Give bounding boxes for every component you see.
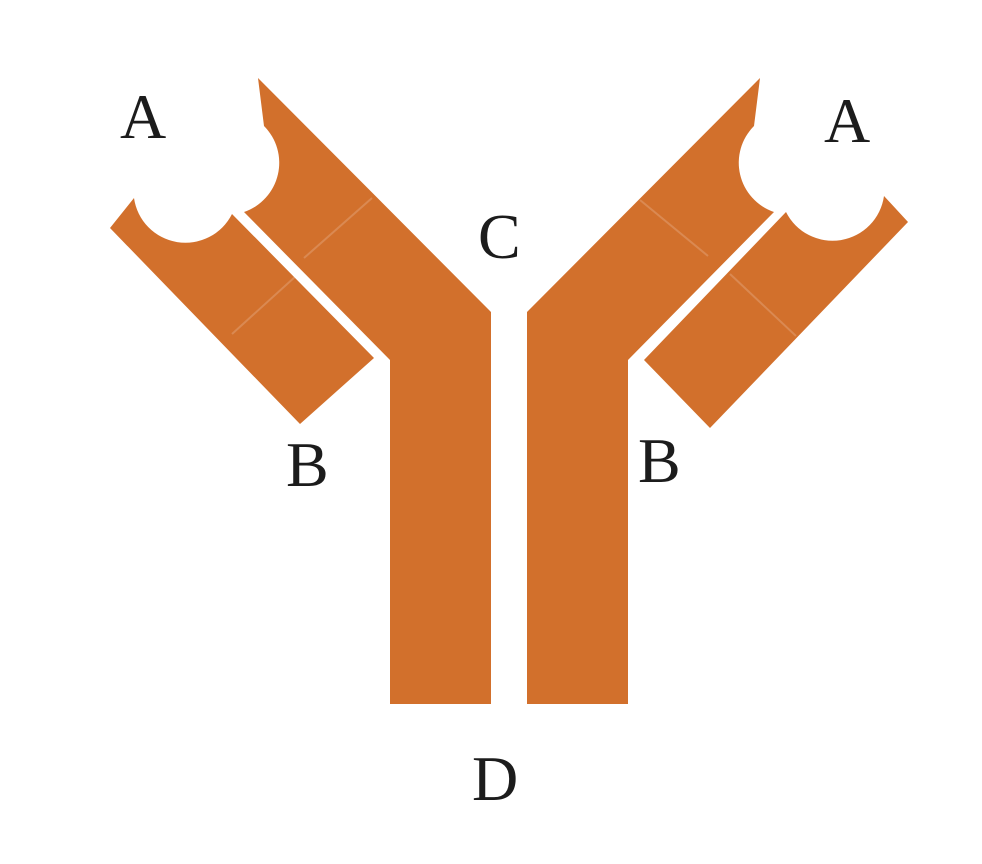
label-a-left: A <box>120 81 166 152</box>
label-c: C <box>478 201 521 272</box>
label-a-right: A <box>824 85 870 156</box>
label-b-right: B <box>638 425 681 496</box>
right-heavy-seam <box>639 199 709 257</box>
left-light-seam <box>231 275 297 335</box>
left-heavy-seam <box>303 197 373 259</box>
label-d: D <box>472 743 518 814</box>
right-light-chain <box>644 196 908 428</box>
right-light-seam <box>729 273 797 337</box>
left-heavy-chain <box>244 78 491 704</box>
label-b-left: B <box>286 429 329 500</box>
left-light-chain <box>110 198 374 424</box>
right-heavy-chain <box>527 78 774 704</box>
